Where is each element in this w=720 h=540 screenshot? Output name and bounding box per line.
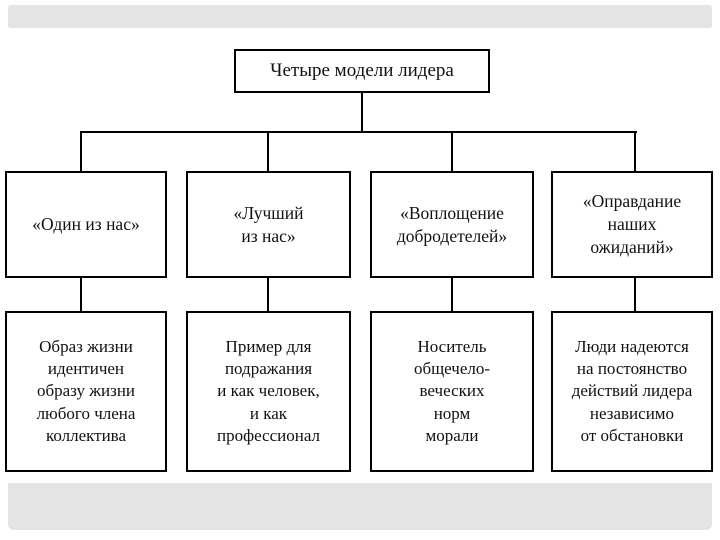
connector-horizontal-bus: [81, 131, 637, 133]
diagram-root-node: Четыре модели лидера: [234, 49, 490, 93]
connector-bus-to-model-2: [267, 131, 269, 172]
model-node-1-text: «Один из нас»: [32, 214, 140, 235]
model-node-2-text: «Лучший из нас»: [233, 202, 304, 246]
model-node-4-text: «Оправдание наших ожиданий»: [582, 191, 682, 257]
connector-model-2-to-description-2: [267, 277, 269, 312]
description-node-4-text: Люди надеются на постоянство действий ли…: [571, 337, 693, 445]
connector-model-3-to-description-3: [451, 277, 453, 312]
description-node-3: Носитель общечело- веческих норм морали: [370, 311, 534, 472]
model-node-4: «Оправдание наших ожиданий»: [551, 171, 713, 278]
model-node-3: «Воплощение добродетелей»: [370, 171, 534, 278]
model-node-2: «Лучший из нас»: [186, 171, 351, 278]
description-node-2: Пример для подражания и как человек, и к…: [186, 311, 351, 472]
description-node-2-text: Пример для подражания и как человек, и к…: [216, 337, 321, 445]
slide-bottom-band: [8, 483, 712, 530]
connector-root-stem: [361, 93, 363, 133]
connector-bus-to-model-4: [634, 131, 636, 172]
description-node-3-text: Носитель общечело- веческих норм морали: [413, 337, 491, 445]
connector-bus-to-model-1: [80, 131, 82, 172]
connector-model-4-to-description-4: [634, 277, 636, 312]
diagram-title-text: Четыре модели лидера: [270, 59, 454, 81]
connector-bus-to-model-3: [451, 131, 453, 172]
description-node-4: Люди надеются на постоянство действий ли…: [551, 311, 713, 472]
description-node-1: Образ жизни идентичен образу жизни любог…: [5, 311, 167, 472]
model-node-1: «Один из нас»: [5, 171, 167, 278]
connector-model-1-to-description-1: [80, 277, 82, 312]
model-node-3-text: «Воплощение добродетелей»: [396, 202, 508, 246]
slide-top-band: [8, 5, 712, 28]
description-node-1-text: Образ жизни идентичен образу жизни любог…: [36, 337, 136, 445]
